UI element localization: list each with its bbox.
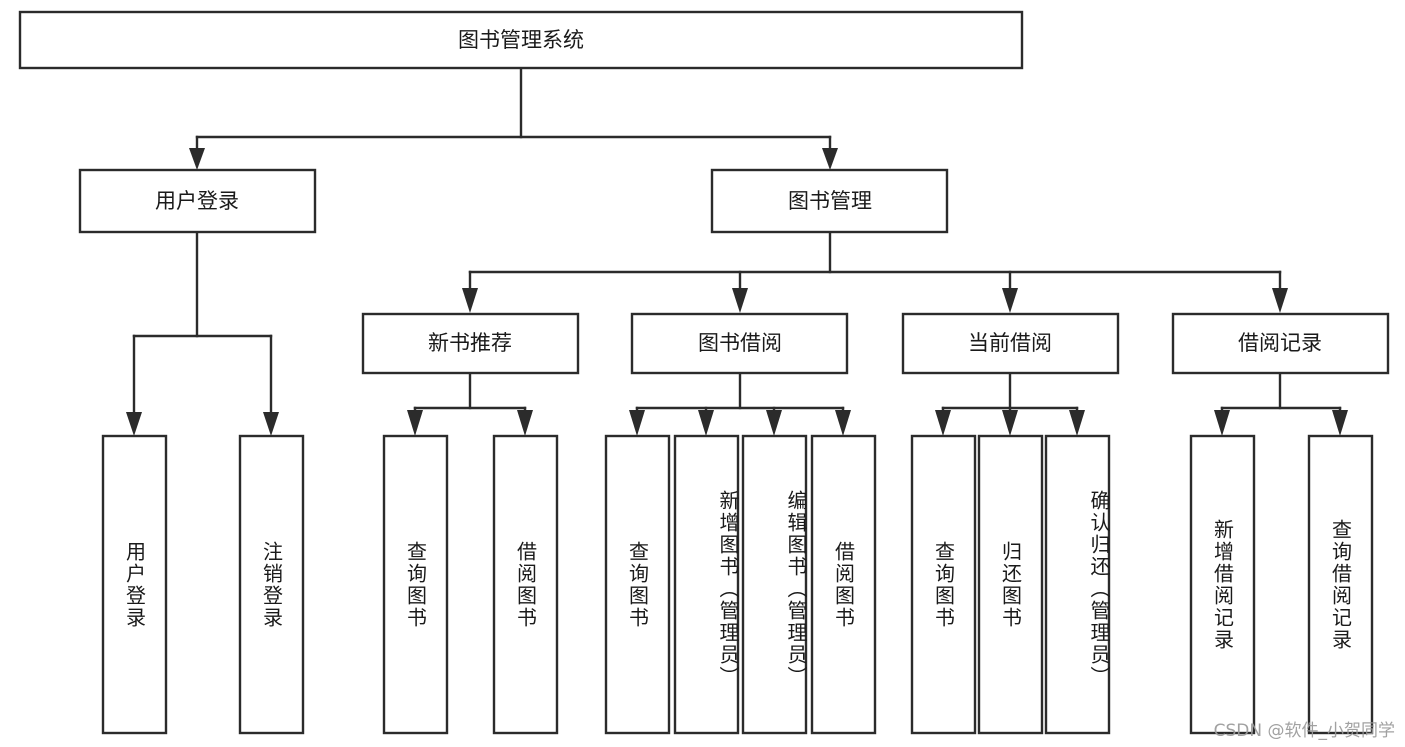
leaf-box-add-book-admin[interactable] [673, 434, 740, 735]
node-book-borrow-label: 图书借阅 [698, 331, 782, 355]
csdn-watermark: CSDN @软件_小贺同学 [1213, 721, 1395, 741]
leaf-box-user-login[interactable] [101, 434, 168, 735]
node-borrow-records-box[interactable] [1171, 312, 1390, 375]
leaf-box-query-book-2[interactable] [604, 434, 671, 735]
node-root-box[interactable] [18, 10, 1024, 70]
arrow-root-to-login [189, 148, 205, 170]
leaf-box-add-borrow-record[interactable] [1189, 434, 1256, 735]
connector-group-root [189, 66, 838, 170]
arrow-bookmgmt-to-records [1272, 288, 1288, 313]
node-user-login[interactable]: 用户登录 [78, 168, 317, 234]
arrow-bookmgmt-to-newbook [462, 288, 478, 313]
leaf-box-borrow-book-2[interactable] [810, 434, 877, 735]
leaf-box-return-book[interactable] [977, 434, 1044, 735]
arrow-current-to-leaf-2 [1002, 410, 1018, 436]
node-book-management[interactable]: 图书管理 [710, 168, 949, 234]
arrow-bookmgmt-to-borrow [732, 288, 748, 313]
arrow-borrow-to-leaf-4 [835, 410, 851, 436]
connector-group-borrow [629, 371, 851, 436]
arrow-newbook-to-leaf-2 [517, 410, 533, 436]
node-book-management-label: 图书管理 [788, 189, 872, 213]
node-borrow-records-label: 借阅记录 [1238, 331, 1322, 355]
node-user-login-box[interactable] [78, 168, 317, 234]
arrow-records-to-leaf-1 [1214, 410, 1230, 436]
arrow-borrow-to-leaf-3 [766, 410, 782, 436]
arrow-newbook-to-leaf-1 [407, 410, 423, 436]
node-user-login-label: 用户登录 [155, 189, 239, 213]
connector-group-login [126, 230, 279, 436]
arrow-login-to-leaf-2 [263, 412, 279, 436]
node-book-borrow[interactable]: 图书借阅 [630, 312, 849, 375]
leaf-box-confirm-return-admin[interactable] [1044, 434, 1111, 735]
arrow-borrow-to-leaf-1 [629, 410, 645, 436]
node-current-borrow-label: 当前借阅 [968, 331, 1052, 355]
node-current-borrow[interactable]: 当前借阅 [901, 312, 1120, 375]
node-book-borrow-box[interactable] [630, 312, 849, 375]
leaf-box-group [101, 434, 1374, 735]
connector-group-bookmgmt [462, 230, 1288, 313]
arrow-records-to-leaf-2 [1332, 410, 1348, 436]
node-book-management-box[interactable] [710, 168, 949, 234]
node-new-book-recommend-label: 新书推荐 [428, 331, 512, 355]
node-borrow-records[interactable]: 借阅记录 [1171, 312, 1390, 375]
arrow-bookmgmt-to-current [1002, 288, 1018, 313]
arrow-current-to-leaf-1 [935, 410, 951, 436]
arrow-current-to-leaf-3 [1069, 410, 1085, 436]
leaf-box-logout[interactable] [238, 434, 305, 735]
arrow-borrow-to-leaf-2 [698, 410, 714, 436]
leaf-box-query-borrow-record[interactable] [1307, 434, 1374, 735]
connector-group-records [1214, 371, 1348, 436]
node-root-label: 图书管理系统 [458, 28, 584, 52]
connector-group-newbook [407, 371, 533, 436]
leaf-box-borrow-book-1[interactable] [492, 434, 559, 735]
leaf-box-query-book-3[interactable] [910, 434, 977, 735]
node-current-borrow-box[interactable] [901, 312, 1120, 375]
arrow-root-to-bookmgmt [822, 148, 838, 170]
leaf-box-query-book-1[interactable] [382, 434, 449, 735]
node-new-book-recommend[interactable]: 新书推荐 [361, 312, 580, 375]
node-new-book-recommend-box[interactable] [361, 312, 580, 375]
leaf-box-edit-book-admin[interactable] [741, 434, 808, 735]
connector-group-current [935, 371, 1085, 436]
arrow-login-to-leaf-1 [126, 412, 142, 436]
node-root[interactable]: 图书管理系统 [18, 10, 1024, 70]
